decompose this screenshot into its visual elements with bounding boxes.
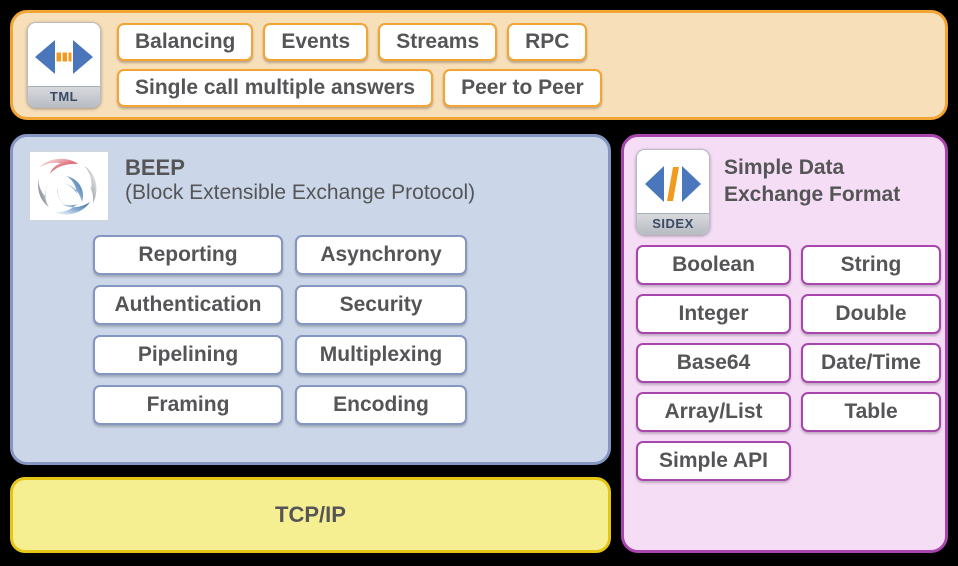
sidex-layer-panel: SIDEX Simple Data Exchange Format Boolea… (621, 134, 948, 553)
sidex-chip-simple-api[interactable]: Simple API (636, 441, 791, 481)
beep-chip-pipelining[interactable]: Pipelining (93, 335, 283, 375)
sidex-icon-tile: SIDEX (636, 149, 710, 235)
tml-icon-label: TML (28, 86, 100, 107)
beep-feature-grid: Reporting Asynchrony Authentication Secu… (93, 235, 592, 425)
beep-subtitle: (Block Extensible Exchange Protocol) (125, 181, 476, 205)
beep-title-block: BEEP (Block Extensible Exchange Protocol… (125, 151, 475, 207)
tml-chip-streams[interactable]: Streams (378, 23, 498, 61)
tml-chip-single-call-multiple-answers[interactable]: Single call multiple answers (117, 69, 434, 107)
beep-swirl-logo (29, 151, 109, 221)
sidex-title-line-1: Simple Data (724, 156, 845, 179)
sidex-chip-boolean[interactable]: Boolean (636, 245, 791, 285)
beep-title: BEEP (125, 155, 185, 180)
sidex-title-line-2: Exchange Format (724, 182, 901, 206)
sidex-header: SIDEX Simple Data Exchange Format (636, 149, 933, 235)
tml-chip-peer-to-peer[interactable]: Peer to Peer (443, 69, 602, 107)
tml-feature-row-1: Balancing Events Streams RPC (117, 23, 602, 61)
beep-chip-asynchrony[interactable]: Asynchrony (295, 235, 467, 275)
beep-chip-framing[interactable]: Framing (93, 385, 283, 425)
sidex-code-brackets-icon (637, 150, 709, 213)
beep-layer-panel: BEEP (Block Extensible Exchange Protocol… (10, 134, 611, 465)
beep-header: BEEP (Block Extensible Exchange Protocol… (29, 151, 592, 221)
beep-chip-security[interactable]: Security (295, 285, 467, 325)
tml-layer-panel: TML Balancing Events Streams RPC Single … (10, 10, 948, 120)
tml-feature-row-2: Single call multiple answers Peer to Pee… (117, 69, 602, 107)
sidex-chip-date-time[interactable]: Date/Time (801, 343, 941, 383)
sidex-chip-string[interactable]: String (801, 245, 941, 285)
beep-chip-authentication[interactable]: Authentication (93, 285, 283, 325)
sidex-chip-table[interactable]: Table (801, 392, 941, 432)
beep-chip-multiplexing[interactable]: Multiplexing (295, 335, 467, 375)
sidex-title-block: Simple Data Exchange Format (724, 149, 900, 209)
sidex-icon-label: SIDEX (637, 213, 709, 234)
tcpip-label: TCP/IP (275, 502, 346, 527)
sidex-chip-array-list[interactable]: Array/List (636, 392, 791, 432)
beep-chip-encoding[interactable]: Encoding (295, 385, 467, 425)
tml-chip-events[interactable]: Events (263, 23, 369, 61)
beep-chip-reporting[interactable]: Reporting (93, 235, 283, 275)
tml-chip-balancing[interactable]: Balancing (117, 23, 254, 61)
sidex-chip-double[interactable]: Double (801, 294, 941, 334)
sidex-chip-base64[interactable]: Base64 (636, 343, 791, 383)
sidex-chip-integer[interactable]: Integer (636, 294, 791, 334)
tml-feature-list: Balancing Events Streams RPC Single call… (117, 23, 602, 107)
tcpip-layer-panel: TCP/IP (10, 477, 611, 553)
tml-icon-tile: TML (27, 22, 101, 108)
sidex-feature-grid: Boolean String Integer Double Base64 Dat… (636, 245, 941, 481)
tml-chip-rpc[interactable]: RPC (507, 23, 588, 61)
tml-arrows-icon (28, 23, 100, 86)
